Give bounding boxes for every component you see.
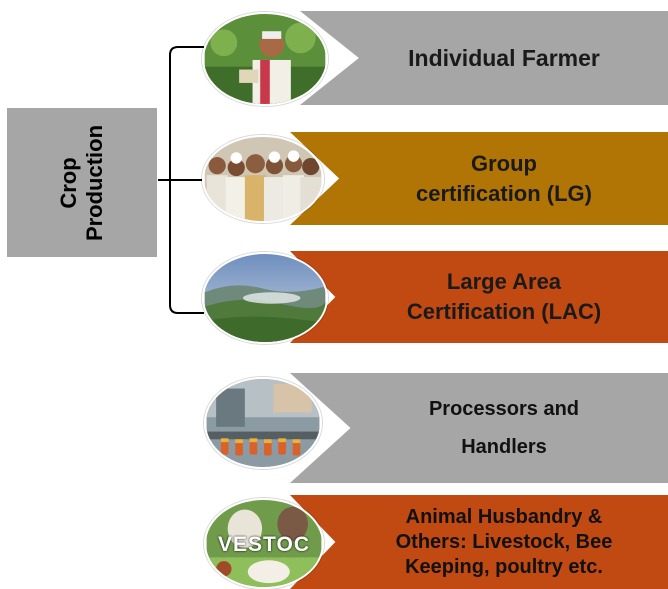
crop-label-line2: Production: [81, 124, 107, 241]
animal-husbandry-band: Animal Husbandry & Others: Livestock, Be…: [290, 495, 668, 589]
landscape-photo: [202, 252, 328, 344]
large-area-line2: Certification (LAC): [406, 299, 602, 324]
processing-line-graphic: [206, 379, 320, 467]
individual-farmer-label: Individual Farmer: [408, 44, 600, 71]
livestock-photo-text: VESTOC: [218, 533, 310, 556]
processors-handlers-band: Processors and Handlers: [290, 373, 668, 483]
group-certification-band: Group certification (LG): [290, 132, 668, 225]
large-area-line1: Large Area: [446, 269, 562, 294]
crop-production-label: Crop Production: [56, 124, 108, 240]
farmer-group-photo: [202, 135, 324, 223]
group-certification-line1: Group: [470, 150, 537, 176]
farmer-photo-graphic: [204, 14, 326, 104]
large-area-certification-band: Large Area Certification (LAC): [290, 251, 668, 343]
crop-label-line1: Crop: [55, 156, 81, 209]
processing-line-photo: [204, 377, 322, 469]
processors-line1: Processors and: [428, 398, 580, 420]
farmer-group-graphic: [204, 137, 322, 221]
farmer-photo: [202, 12, 328, 106]
processors-line2: Handlers: [461, 436, 547, 458]
animal-husbandry-line3: Keeping, poultry etc.: [405, 555, 603, 578]
individual-farmer-band: Individual Farmer: [300, 11, 668, 105]
group-certification-line2: certification (LG): [415, 180, 592, 206]
animal-husbandry-line1: Animal Husbandry &: [405, 505, 603, 528]
animal-husbandry-line2: Others: Livestock, Bee: [395, 530, 613, 553]
landscape-graphic: [204, 254, 326, 342]
crop-production-node: Crop Production: [7, 108, 157, 257]
